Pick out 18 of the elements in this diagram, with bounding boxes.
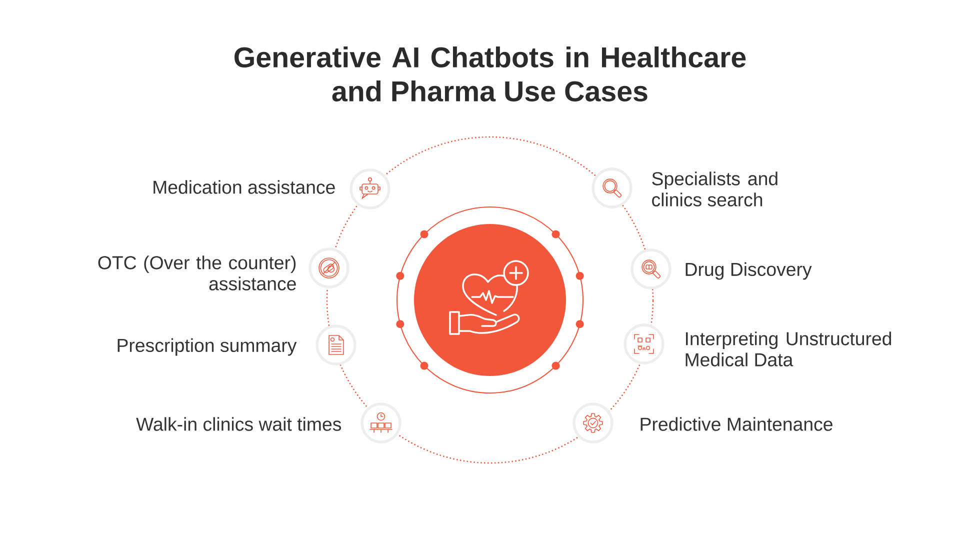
icon-disc	[624, 324, 664, 364]
icon-disc	[316, 324, 356, 366]
use-case-label: Interpreting Unstructured Medical Data	[686, 332, 892, 366]
use-case-label: Medication assistance	[154, 180, 335, 194]
use-case-label: Drug Discovery	[686, 262, 812, 280]
use-case-label: Prescription summary	[118, 338, 297, 356]
icon-disc	[630, 248, 672, 290]
icon-disc	[308, 248, 350, 288]
use-case-label: Specialists and clinics search	[652, 172, 778, 206]
icon-disc	[360, 402, 402, 444]
hub-circle	[414, 224, 566, 376]
icon-disc	[572, 402, 614, 444]
title: Generative AI Chatbots in Healthcare and Pharma Use Cases	[234, 46, 746, 102]
icon-disc	[350, 168, 390, 210]
use-case-label: Predictive Maintenance	[640, 417, 832, 431]
use-case-label: Walk-in clinics wait times	[136, 417, 342, 431]
icon-disc	[592, 168, 632, 208]
use-case-label: OTC (Over the counter) assistance	[98, 256, 296, 290]
